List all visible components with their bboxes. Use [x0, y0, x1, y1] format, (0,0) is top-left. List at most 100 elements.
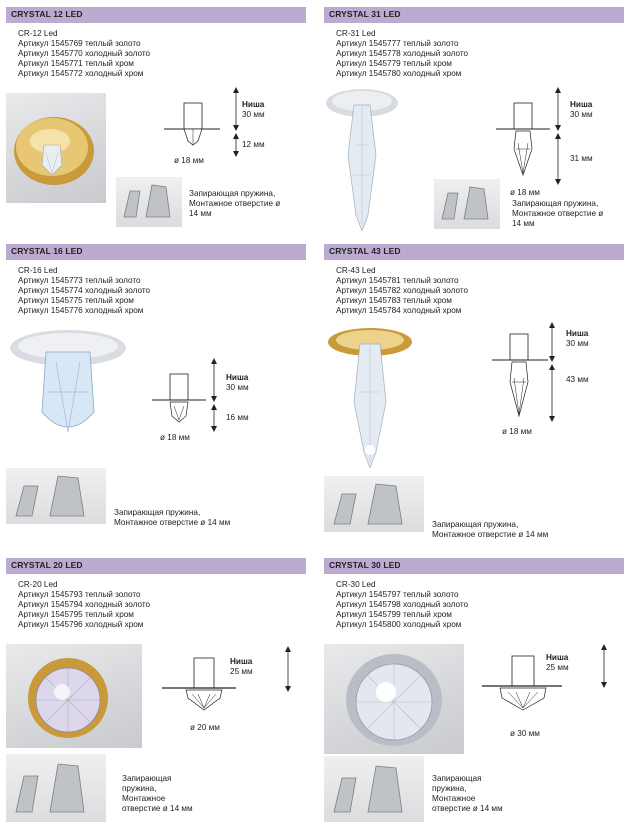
model-name: CR-12 Led: [18, 29, 58, 38]
dimension-diagram: Ниша 30 мм 31 мм ø 18 мм: [496, 87, 593, 197]
product-header: CRYSTAL 20 LED: [6, 558, 306, 574]
product-header: CRYSTAL 43 LED: [324, 244, 624, 260]
dimension-diagram: Ниша 30 мм 12 мм ø 18 мм: [164, 87, 265, 165]
lamp-photo-illustration: [328, 328, 412, 469]
niche-value: 25 мм: [230, 667, 253, 676]
height-value: 43 мм: [566, 375, 589, 384]
niche-value: 30 мм: [566, 339, 589, 348]
model-name: CR-20 Led: [18, 580, 58, 589]
diameter-value: ø 18 мм: [174, 156, 204, 165]
spring-caption: Запирающая пружина, Монтажное отверстие …: [512, 199, 604, 228]
product-header: CRYSTAL 16 LED: [6, 244, 306, 260]
niche-label: Ниша: [230, 657, 253, 666]
niche-label: Ниша: [546, 653, 569, 662]
product-info: CR-16 Led Артикул 1545773 теплый золото …: [18, 266, 150, 316]
lamp-photo-illustration: [14, 117, 94, 185]
article-line: Артикул 1545776 холодный хром: [18, 306, 144, 315]
spring-illustration: [15, 763, 85, 813]
spring-photo: [324, 476, 424, 532]
model-name: CR-30 Led: [336, 580, 376, 589]
height-value: 31 мм: [570, 154, 593, 163]
article-line: Артикул 1545774 холодный золото: [18, 286, 151, 295]
dimension-diagram: Ниша 25 мм ø 30 мм: [482, 644, 607, 738]
spring-photo: [6, 468, 106, 524]
product-photo: [324, 644, 464, 754]
diameter-value: ø 18 мм: [502, 427, 532, 436]
dimension-diagram: Ниша 30 мм 43 мм ø 18 мм: [492, 322, 589, 436]
dimension-diagram: Ниша 25 мм ø 20 мм: [162, 646, 291, 732]
article-line: Артикул 1545769 теплый золото: [18, 39, 141, 48]
diameter-value: ø 18 мм: [510, 188, 540, 197]
spring-illustration: [333, 765, 403, 813]
product-photo: [6, 322, 136, 454]
spring-illustration: [123, 184, 171, 218]
dimension-diagram: Ниша 30 мм 16 мм ø 18 мм: [152, 358, 249, 442]
diameter-value: ø 20 мм: [190, 723, 220, 732]
article-line: Артикул 1545800 холодный хром: [336, 620, 462, 629]
model-name: CR-43 Led: [336, 266, 376, 275]
article-line: Артикул 1545782 холодный золото: [336, 286, 469, 295]
niche-value: 25 мм: [546, 663, 569, 672]
article-line: Артикул 1545794 холодный золото: [18, 600, 151, 609]
lamp-photo-illustration: [326, 89, 398, 232]
product-photo: [6, 644, 142, 748]
product-crystal-31: CRYSTAL 31 LED CR-31 Led Артикул 1545777…: [324, 7, 624, 232]
product-info: CR-20 Led Артикул 1545793 теплый золото …: [18, 580, 150, 630]
article-line: Артикул 1545773 теплый золото: [18, 276, 141, 285]
article-line: Артикул 1545777 теплый золото: [336, 39, 459, 48]
spring-photo: [324, 756, 424, 822]
height-value: 12 мм: [242, 140, 265, 149]
product-photo: [324, 322, 420, 469]
article-line: Артикул 1545781 теплый золото: [336, 276, 459, 285]
model-name: CR-31 Led: [336, 29, 376, 38]
product-photo: [324, 85, 404, 232]
spring-caption: Запирающая пружина, Монтажное отверстие …: [114, 508, 231, 527]
model-name: CR-16 Led: [18, 266, 58, 275]
article-line: Артикул 1545779 теплый хром: [336, 59, 452, 68]
product-crystal-20: CRYSTAL 20 LED CR-20 Led Артикул 1545793…: [6, 558, 306, 828]
spring-illustration: [15, 475, 85, 517]
spring-illustration: [333, 483, 403, 525]
article-line: Артикул 1545783 теплый хром: [336, 296, 452, 305]
niche-label: Ниша: [226, 373, 249, 382]
article-line: Артикул 1545775 теплый хром: [18, 296, 134, 305]
niche-label: Ниша: [570, 100, 593, 109]
spring-photo: [116, 177, 182, 227]
niche-value: 30 мм: [570, 110, 593, 119]
product-header: CRYSTAL 30 LED: [324, 558, 624, 574]
lamp-photo-illustration: [28, 658, 108, 738]
spring-caption: Запирающая пружина, Монтажное отверстие …: [432, 774, 503, 813]
product-photo: [6, 93, 106, 203]
spring-illustration: [441, 186, 489, 220]
product-header: CRYSTAL 31 LED: [324, 7, 624, 23]
article-line: Артикул 1545793 теплый золото: [18, 590, 141, 599]
article-line: Артикул 1545784 холодный хром: [336, 306, 462, 315]
article-line: Артикул 1545772 холодный хром: [18, 69, 144, 78]
spring-photo: [6, 754, 106, 822]
article-line: Артикул 1545770 холодный золото: [18, 49, 151, 58]
product-info: CR-30 Led Артикул 1545797 теплый золото …: [336, 580, 468, 630]
article-line: Артикул 1545795 теплый хром: [18, 610, 134, 619]
article-line: Артикул 1545797 теплый золото: [336, 590, 459, 599]
niche-value: 30 мм: [226, 383, 249, 392]
article-line: Артикул 1545799 теплый хром: [336, 610, 452, 619]
product-crystal-30: CRYSTAL 30 LED CR-30 Led Артикул 1545797…: [324, 558, 624, 828]
spring-caption: Запирающая пружина, Монтажное отверстие …: [432, 520, 549, 539]
article-line: Артикул 1545796 холодный хром: [18, 620, 144, 629]
niche-value: 30 мм: [242, 110, 265, 119]
diameter-value: ø 18 мм: [160, 433, 190, 442]
height-value: 16 мм: [226, 413, 249, 422]
product-crystal-12: CRYSTAL 12 LED CR-12 Led Артикул 1545769…: [6, 7, 306, 232]
product-info: CR-43 Led Артикул 1545781 теплый золото …: [336, 266, 468, 316]
product-header: CRYSTAL 12 LED: [6, 7, 306, 23]
niche-label: Ниша: [566, 329, 589, 338]
article-line: Артикул 1545798 холодный золото: [336, 600, 469, 609]
spring-photo: [434, 179, 500, 229]
lamp-photo-illustration: [10, 330, 126, 433]
lamp-photo-illustration: [346, 654, 442, 746]
niche-label: Ниша: [242, 100, 265, 109]
diameter-value: ø 30 мм: [510, 729, 540, 738]
product-info: CR-12 Led Артикул 1545769 теплый золото …: [18, 29, 150, 79]
product-crystal-43: CRYSTAL 43 LED CR-43 Led Артикул 1545781…: [324, 244, 624, 539]
spring-caption: Запирающая пружина, Монтажное отверстие …: [189, 189, 281, 218]
